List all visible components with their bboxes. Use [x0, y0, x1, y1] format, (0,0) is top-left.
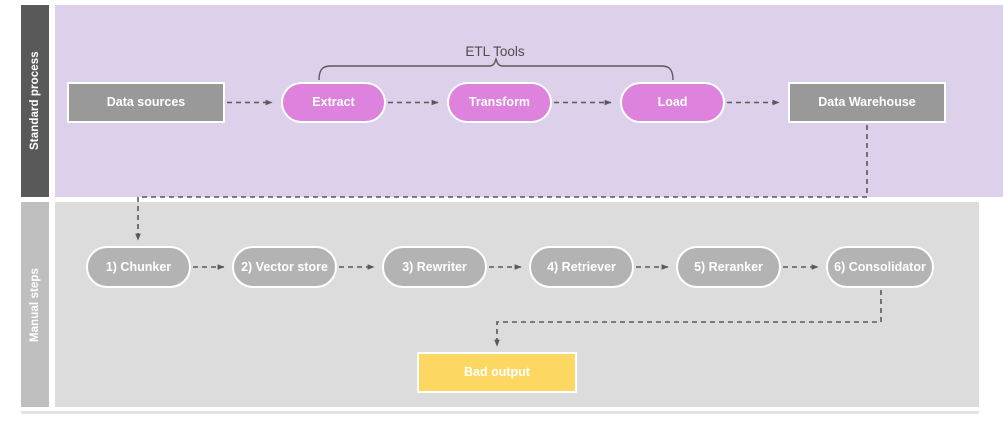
lane-manual-steps-label: Manual steps [21, 202, 49, 407]
node-data-warehouse[interactable]: Data Warehouse [788, 82, 946, 123]
node-retriever[interactable]: 4) Retriever [529, 246, 634, 288]
node-load[interactable]: Load [620, 82, 725, 123]
lane-standard-process-label: Standard process [21, 5, 49, 197]
node-bad-output[interactable]: Bad output [417, 352, 577, 393]
node-data-sources[interactable]: Data sources [67, 82, 225, 123]
node-extract[interactable]: Extract [281, 82, 386, 123]
node-rewriter[interactable]: 3) Rewriter [382, 246, 487, 288]
etl-tools-label: ETL Tools [465, 44, 525, 59]
node-transform[interactable]: Transform [447, 82, 552, 123]
node-chunker[interactable]: 1) Chunker [86, 246, 191, 288]
node-consolidator[interactable]: 6) Consolidator [826, 246, 934, 288]
node-vector-store[interactable]: 2) Vector store [232, 246, 337, 288]
node-reranker[interactable]: 5) Reranker [676, 246, 781, 288]
bottom-divider [21, 411, 979, 414]
